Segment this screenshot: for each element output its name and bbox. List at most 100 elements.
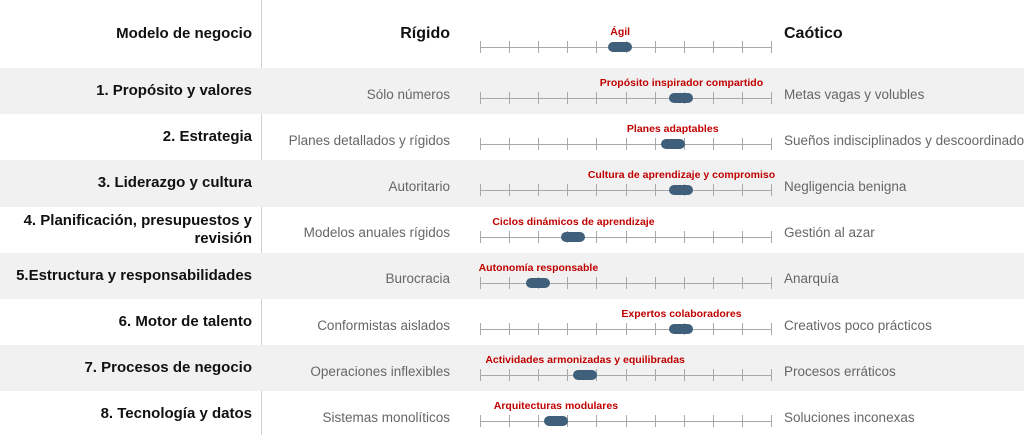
dimension-label: 5.Estructura y responsabilidades xyxy=(16,266,252,284)
scale-tick xyxy=(654,138,656,151)
scale-tick xyxy=(771,92,772,105)
scale-tick xyxy=(509,323,511,336)
scale-tick xyxy=(741,184,743,197)
rigid-extreme-label: Sólo números xyxy=(366,86,450,102)
scale-tick xyxy=(625,230,627,243)
chaotic-extreme-label: Anarquía xyxy=(784,271,839,287)
scale-tick xyxy=(538,323,540,336)
scale-tick xyxy=(771,276,772,289)
scale-tick xyxy=(509,138,511,151)
scale-tick xyxy=(480,415,481,428)
marker-label: Ciclos dinámicos de aprendizaje xyxy=(492,215,655,228)
rigid-extreme-label: Conformistas aislados xyxy=(317,317,450,333)
rigid-extreme-label: Planes detallados y rígidos xyxy=(288,132,450,148)
dimension-row: 7. Procesos de negocio Operaciones inflex… xyxy=(0,345,1024,392)
scale-tick xyxy=(480,276,481,289)
dimension-label: 7. Procesos de negocio xyxy=(84,359,252,377)
scale-tick xyxy=(712,415,714,428)
scale-tick xyxy=(538,92,540,105)
chaotic-extreme-label: Sueños indisciplinados y descoordinados xyxy=(784,132,1024,148)
scale-tick xyxy=(625,184,627,197)
position-marker xyxy=(543,416,568,427)
scale-tick xyxy=(741,92,743,105)
scale-tick xyxy=(480,230,481,243)
scale-tick xyxy=(567,41,569,53)
dimension-row: 6. Motor de talento Conformistas aislados… xyxy=(0,299,1024,345)
scale-tick xyxy=(625,276,627,289)
scale-tick xyxy=(625,415,627,428)
scale-tick xyxy=(771,184,772,197)
scale-tick xyxy=(480,184,481,197)
scale-axis xyxy=(480,276,772,289)
scale-tick xyxy=(654,276,656,289)
header-dimension-label: Modelo de negocio xyxy=(116,25,252,42)
scale-tick xyxy=(741,369,743,382)
scale-tick xyxy=(596,323,598,336)
dimension-label: 3. Liderazgo y cultura xyxy=(97,174,252,192)
scale-tick xyxy=(596,41,598,53)
dimension-label: 4. Planificación, presupuestos y revisió… xyxy=(23,211,252,247)
scale-tick xyxy=(654,92,656,105)
scale-tick xyxy=(480,323,481,336)
scale-tick xyxy=(480,92,481,105)
scale-tick xyxy=(712,138,714,151)
scale-tick xyxy=(625,92,627,105)
chaotic-extreme-label: Gestión al azar xyxy=(784,225,875,241)
scale-tick xyxy=(538,184,540,197)
scale-tick xyxy=(712,184,714,197)
scale-tick xyxy=(712,323,714,336)
scale-tick xyxy=(654,41,656,53)
dimension-row: 2. Estrategia Planes detallados y rígidos… xyxy=(0,114,1024,160)
scale-axis xyxy=(480,92,772,105)
scale-tick xyxy=(741,415,743,428)
chaotic-extreme-label: Procesos erráticos xyxy=(784,363,896,379)
marker-label: Arquitecturas modulares xyxy=(493,400,619,413)
position-marker xyxy=(669,324,694,335)
scale-tick xyxy=(567,276,569,289)
position-marker xyxy=(660,139,685,150)
scale-tick xyxy=(741,276,743,289)
dimension-label: 8. Tecnología y datos xyxy=(100,405,252,423)
rigid-extreme-label: Burocracia xyxy=(385,271,450,287)
scale-axis xyxy=(480,323,772,336)
dimension-label: 6. Motor de talento xyxy=(118,313,252,331)
marker-label: Expertos colaboradores xyxy=(621,308,742,321)
scale-tick xyxy=(567,92,569,105)
scale-tick xyxy=(509,369,511,382)
dimension-row: 4. Planificación, presupuestos y revisió… xyxy=(0,207,1024,253)
scale-tick xyxy=(683,415,685,428)
scale-tick xyxy=(509,92,511,105)
rigid-header-label: Rígido xyxy=(400,25,450,42)
scale-tick xyxy=(538,138,540,151)
scale-tick xyxy=(567,138,569,151)
scale-tick xyxy=(771,323,772,336)
scale-axis xyxy=(480,138,772,151)
chaotic-extreme-label: Metas vagas y volubles xyxy=(784,86,925,102)
scale-tick xyxy=(509,184,511,197)
scale-tick xyxy=(538,41,540,53)
scale-tick xyxy=(771,415,772,428)
scale-tick xyxy=(771,369,772,382)
scale-tick xyxy=(567,184,569,197)
scale-tick xyxy=(625,369,627,382)
scale-tick xyxy=(683,276,685,289)
marker-label: Propósito inspirador compartido xyxy=(599,77,764,90)
chaotic-extreme-label: Negligencia benigna xyxy=(784,178,907,194)
scale-tick xyxy=(654,415,656,428)
rigid-extreme-label: Modelos anuales rígidos xyxy=(303,225,450,241)
marker-label: Ágil xyxy=(610,26,631,38)
scale-tick xyxy=(596,230,598,243)
rigid-extreme-label: Operaciones inflexibles xyxy=(310,363,450,379)
dimension-row: 5.Estructura y responsabilidades Burocrac… xyxy=(0,252,1024,299)
rigid-extreme-label: Autoritario xyxy=(388,178,450,194)
dimension-label: 2. Estrategia xyxy=(162,128,252,146)
marker-label: Planes adaptables xyxy=(626,123,719,136)
scale-tick xyxy=(625,323,627,336)
position-marker xyxy=(526,277,551,288)
rigid-extreme-label: Sistemas monolíticos xyxy=(322,409,450,425)
scale-tick xyxy=(538,415,540,428)
scale-tick xyxy=(712,276,714,289)
scale-tick xyxy=(625,138,627,151)
scale-tick xyxy=(712,230,714,243)
